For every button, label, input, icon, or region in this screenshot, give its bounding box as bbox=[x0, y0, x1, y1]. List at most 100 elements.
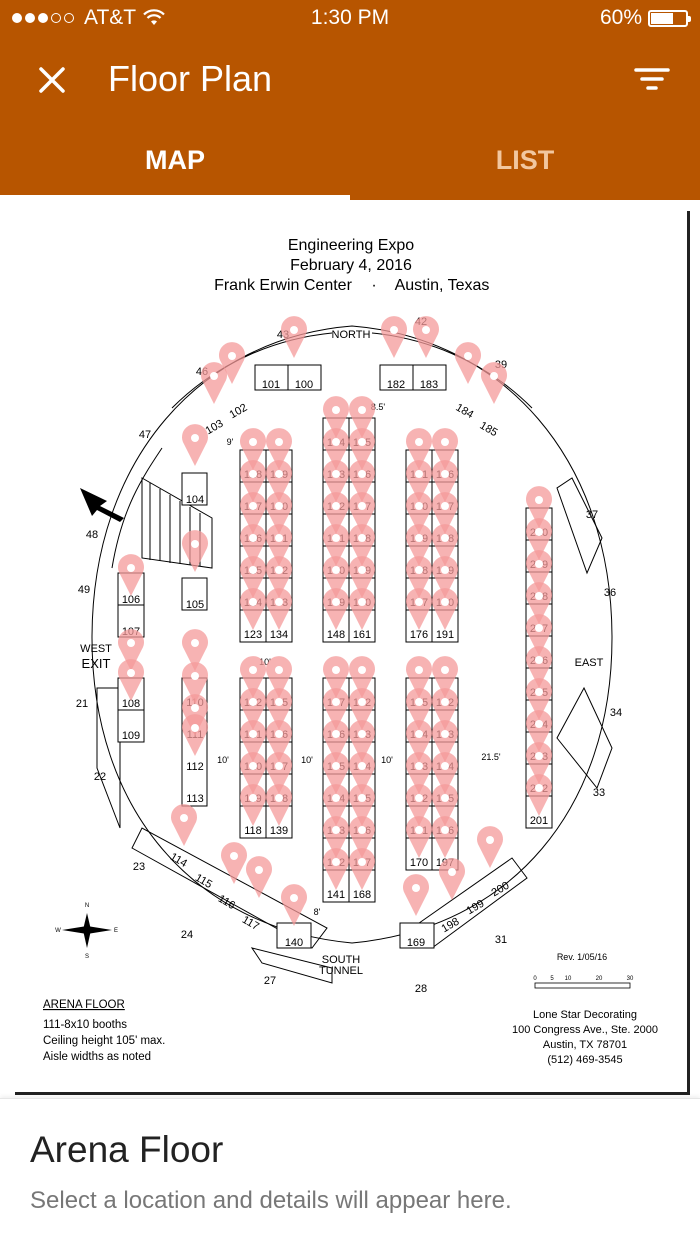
location-pin-icon[interactable] bbox=[432, 752, 459, 794]
location-pin-icon[interactable] bbox=[432, 588, 458, 630]
location-pin-icon[interactable] bbox=[171, 804, 198, 846]
location-pin-icon[interactable] bbox=[349, 492, 375, 534]
location-pin-icon[interactable] bbox=[406, 556, 432, 598]
booth-102[interactable]: 102 bbox=[228, 402, 250, 422]
booth-116[interactable]: 116 bbox=[216, 893, 237, 912]
location-pin-icon[interactable] bbox=[266, 784, 292, 826]
booth-140[interactable]: 140 bbox=[285, 937, 303, 949]
location-pin-icon[interactable] bbox=[182, 662, 209, 704]
location-pin-icon[interactable] bbox=[432, 784, 459, 826]
location-pin-icon[interactable] bbox=[526, 614, 553, 656]
location-pin-icon[interactable] bbox=[349, 688, 375, 730]
location-pin-icon[interactable] bbox=[432, 720, 459, 762]
booth-114[interactable]: 114 bbox=[168, 851, 189, 870]
location-pin-icon[interactable] bbox=[266, 588, 292, 630]
booth-199[interactable]: 199 bbox=[465, 898, 487, 918]
location-pin-icon[interactable] bbox=[182, 714, 209, 756]
booth-100[interactable]: 100 bbox=[295, 379, 313, 391]
booth-148[interactable]: 148 bbox=[327, 629, 345, 641]
location-pin-icon[interactable] bbox=[281, 884, 307, 926]
location-pin-icon[interactable] bbox=[218, 342, 245, 384]
location-pin-icon[interactable] bbox=[182, 629, 209, 671]
booth-113[interactable]: 113 bbox=[186, 793, 204, 805]
floor-plan-map[interactable]: Engineering Expo February 4, 2016 Frank … bbox=[12, 208, 687, 1092]
location-pin-icon[interactable] bbox=[526, 678, 553, 720]
booth-185[interactable]: 185 bbox=[478, 420, 500, 440]
location-pin-icon[interactable] bbox=[526, 582, 553, 624]
location-pin-icon[interactable] bbox=[323, 556, 349, 598]
location-pin-icon[interactable] bbox=[118, 629, 144, 671]
location-pin-icon[interactable] bbox=[432, 816, 459, 858]
location-pin-icon[interactable] bbox=[406, 784, 433, 826]
location-pin-icon[interactable] bbox=[406, 492, 432, 534]
location-pin-icon[interactable] bbox=[323, 656, 349, 698]
location-pin-icon[interactable] bbox=[182, 424, 209, 466]
location-pin-icon[interactable] bbox=[240, 524, 267, 566]
location-pin-icon[interactable] bbox=[240, 784, 267, 826]
location-pin-icon[interactable] bbox=[240, 428, 267, 470]
booth-184[interactable]: 184 bbox=[454, 402, 476, 422]
location-pin-icon[interactable] bbox=[266, 720, 292, 762]
tab-map[interactable]: MAP bbox=[145, 145, 205, 175]
location-pin-icon[interactable] bbox=[323, 752, 349, 794]
booth-108[interactable]: 108 bbox=[122, 698, 140, 710]
close-button[interactable] bbox=[30, 58, 74, 102]
location-pin-icon[interactable] bbox=[240, 720, 267, 762]
location-pin-icon[interactable] bbox=[201, 362, 227, 404]
location-pin-icon[interactable] bbox=[406, 752, 433, 794]
location-pin-icon[interactable] bbox=[323, 848, 349, 890]
location-pin-icon[interactable] bbox=[481, 362, 507, 404]
location-pin-icon[interactable] bbox=[240, 588, 267, 630]
location-pin-icon[interactable] bbox=[240, 556, 267, 598]
location-pin-icon[interactable] bbox=[266, 656, 292, 698]
location-pin-icon[interactable] bbox=[432, 688, 459, 730]
location-pin-icon[interactable] bbox=[455, 342, 481, 384]
location-pin-icon[interactable] bbox=[381, 316, 407, 358]
location-pin-icon[interactable] bbox=[266, 428, 292, 470]
location-pin-icon[interactable] bbox=[221, 842, 247, 884]
location-pin-icon[interactable] bbox=[118, 659, 144, 701]
location-pin-icon[interactable] bbox=[403, 874, 429, 916]
location-pin-icon[interactable] bbox=[349, 848, 375, 890]
location-pin-icon[interactable] bbox=[406, 524, 432, 566]
booth-109[interactable]: 109 bbox=[122, 730, 140, 742]
location-pin-icon[interactable] bbox=[323, 396, 349, 438]
booth-201[interactable]: 201 bbox=[530, 815, 548, 827]
location-pin-icon[interactable] bbox=[246, 856, 272, 898]
location-pin-icon[interactable] bbox=[406, 656, 433, 698]
tab-list[interactable]: LIST bbox=[495, 145, 555, 175]
location-pin-icon[interactable] bbox=[266, 556, 292, 598]
location-pin-icon[interactable] bbox=[323, 588, 349, 630]
location-pin-icon[interactable] bbox=[182, 530, 209, 572]
location-pin-icon[interactable] bbox=[323, 784, 349, 826]
booth-198[interactable]: 198 bbox=[440, 916, 462, 936]
booth-191[interactable]: 191 bbox=[436, 629, 454, 641]
location-pin-icon[interactable] bbox=[266, 688, 292, 730]
location-pin-icon[interactable] bbox=[526, 550, 553, 592]
booth-176[interactable]: 176 bbox=[410, 629, 428, 641]
location-pin-icon[interactable] bbox=[526, 518, 553, 560]
booth-112[interactable]: 112 bbox=[186, 761, 204, 773]
location-pin-icon[interactable] bbox=[432, 656, 459, 698]
location-pin-icon[interactable] bbox=[406, 588, 432, 630]
location-pin-icon[interactable] bbox=[432, 428, 458, 470]
location-pin-icon[interactable] bbox=[432, 556, 458, 598]
location-pin-icon[interactable] bbox=[406, 688, 433, 730]
location-pin-icon[interactable] bbox=[526, 646, 553, 688]
location-pin-icon[interactable] bbox=[349, 588, 375, 630]
booth-106[interactable]: 106 bbox=[122, 594, 140, 606]
location-pin-icon[interactable] bbox=[349, 428, 375, 470]
location-pin-icon[interactable] bbox=[323, 492, 349, 534]
booth-168[interactable]: 168 bbox=[353, 889, 371, 901]
location-pin-icon[interactable] bbox=[349, 556, 375, 598]
location-pin-icon[interactable] bbox=[323, 460, 349, 502]
booth-200[interactable]: 200 bbox=[490, 880, 512, 900]
location-pin-icon[interactable] bbox=[348, 396, 375, 438]
location-pin-icon[interactable] bbox=[323, 524, 349, 566]
booth-141[interactable]: 141 bbox=[327, 889, 345, 901]
location-pin-icon[interactable] bbox=[349, 460, 375, 502]
location-pin-icon[interactable] bbox=[266, 492, 292, 534]
location-pin-icon[interactable] bbox=[266, 460, 292, 502]
location-pin-icon[interactable] bbox=[406, 460, 432, 502]
booth-115[interactable]: 115 bbox=[193, 872, 214, 891]
